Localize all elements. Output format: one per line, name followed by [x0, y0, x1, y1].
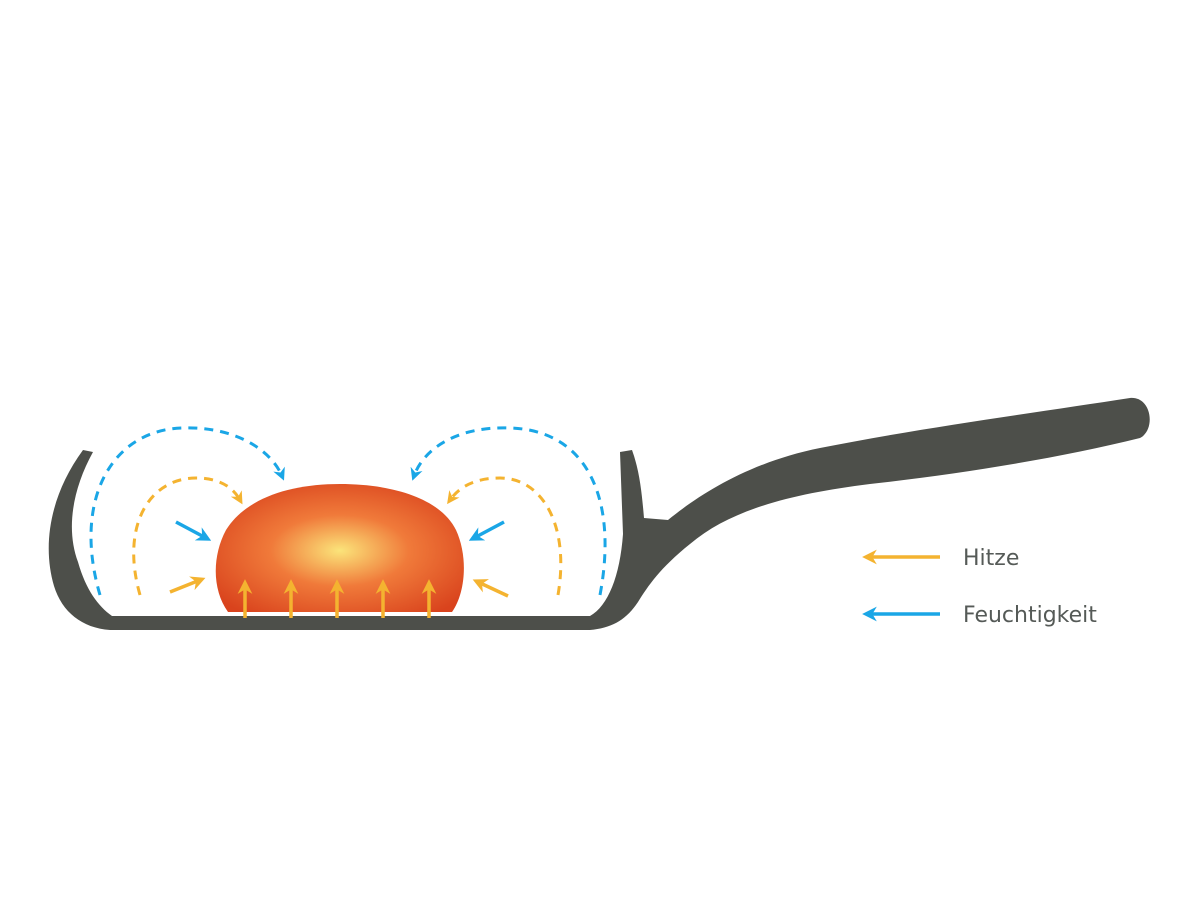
- food-piece-icon: [215, 484, 464, 612]
- heat-arrow-icon: [447, 476, 563, 596]
- legend-item-heat: Hitze: [862, 546, 1019, 571]
- moisture-arrows: [89, 426, 607, 596]
- legend: Hitze Feuchtigkeit: [862, 546, 1097, 628]
- heat-arrows: [132, 476, 563, 618]
- heat-arrow-icon: [132, 476, 243, 596]
- heat-arrow-icon: [169, 576, 206, 594]
- heat-arrow-icon: [472, 579, 509, 598]
- moisture-arrow-icon: [468, 520, 505, 541]
- moisture-arrow-icon: [175, 520, 212, 541]
- frying-pan-icon: [48, 397, 1150, 630]
- pan-body: [48, 397, 1150, 630]
- moisture-arrow-icon: [410, 426, 607, 596]
- legend-label-heat: Hitze: [963, 546, 1019, 571]
- legend-label-moisture: Feuchtigkeit: [963, 603, 1097, 628]
- legend-item-moisture: Feuchtigkeit: [862, 603, 1097, 628]
- moisture-arrow-icon: [89, 426, 285, 596]
